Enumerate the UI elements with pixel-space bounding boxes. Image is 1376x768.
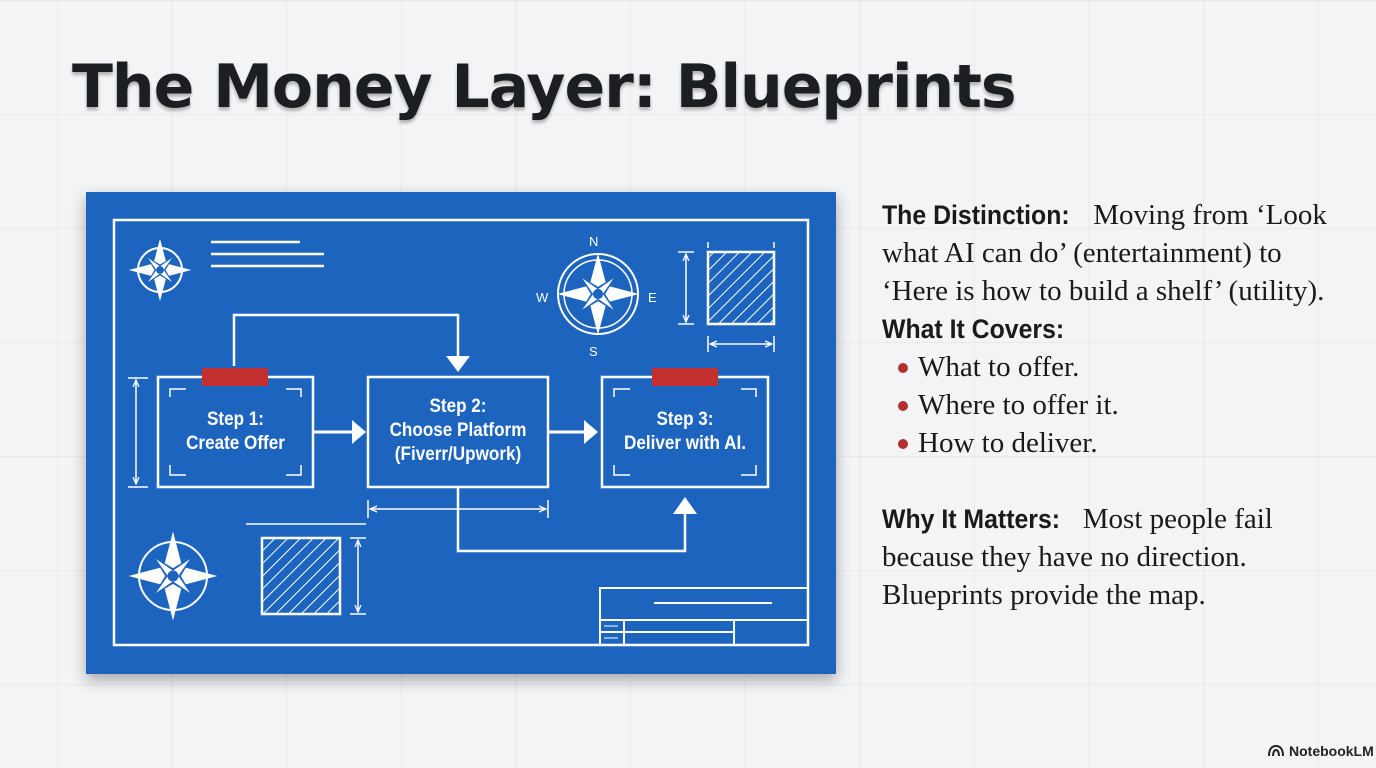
connector-arrow (232, 313, 462, 369)
brand-watermark: NotebookLM (1268, 743, 1374, 759)
covers-list: What to offer. Where to offer it. How to… (882, 348, 1352, 462)
hatched-square (678, 242, 776, 352)
list-item: How to deliver. (896, 424, 1352, 462)
compass-north: N (589, 234, 599, 249)
matters-paragraph: Why It Matters: Most people fail because… (882, 500, 1352, 614)
blueprint-frame (112, 218, 810, 647)
blueprint-diagram: N S E W Step 1: Create Offer Step 2: Cho… (86, 192, 836, 674)
distinction-paragraph: The Distinction: Moving from ‘Look what … (882, 196, 1352, 310)
connector-arrow (456, 487, 687, 553)
matters-heading: Why It Matters: (882, 504, 1061, 534)
compass-rose-icon (128, 238, 192, 302)
slide-title: The Money Layer: Blueprints (72, 52, 1017, 122)
step-2-label: Step 2: Choose Platform (Fiverr/Upwork) (389, 396, 527, 465)
compass-south: S (589, 344, 598, 359)
distinction-heading: The Distinction: (882, 200, 1070, 230)
covers-section: What It Covers: What to offer. Where to … (882, 310, 1352, 462)
list-item: What to offer. (896, 348, 1352, 386)
list-item: Where to offer it. (896, 386, 1352, 424)
compass-west: W (536, 290, 549, 305)
covers-heading: What It Covers: (882, 314, 1065, 344)
matters-text: Most people fail because they have no di… (882, 503, 1273, 611)
brand-name: NotebookLM (1289, 743, 1374, 759)
distinction-text: Moving from ‘Look what AI can do’ (enter… (882, 199, 1327, 307)
step-box (600, 368, 770, 489)
blueprint-drawing (112, 218, 810, 647)
step-1-label: Step 1: Create Offer (186, 409, 285, 454)
step-3-label: Step 3: Deliver with AI. (624, 409, 746, 454)
compass-rose-icon (557, 253, 639, 335)
note-lines (211, 240, 324, 268)
hatched-square (246, 523, 366, 616)
title-block (599, 587, 809, 646)
explanation-panel: The Distinction: Moving from ‘Look what … (882, 196, 1352, 614)
notebooklm-logo-icon (1268, 745, 1284, 757)
compass-east: E (648, 290, 657, 305)
compass-rose-icon (128, 531, 218, 621)
step-box (156, 368, 315, 489)
